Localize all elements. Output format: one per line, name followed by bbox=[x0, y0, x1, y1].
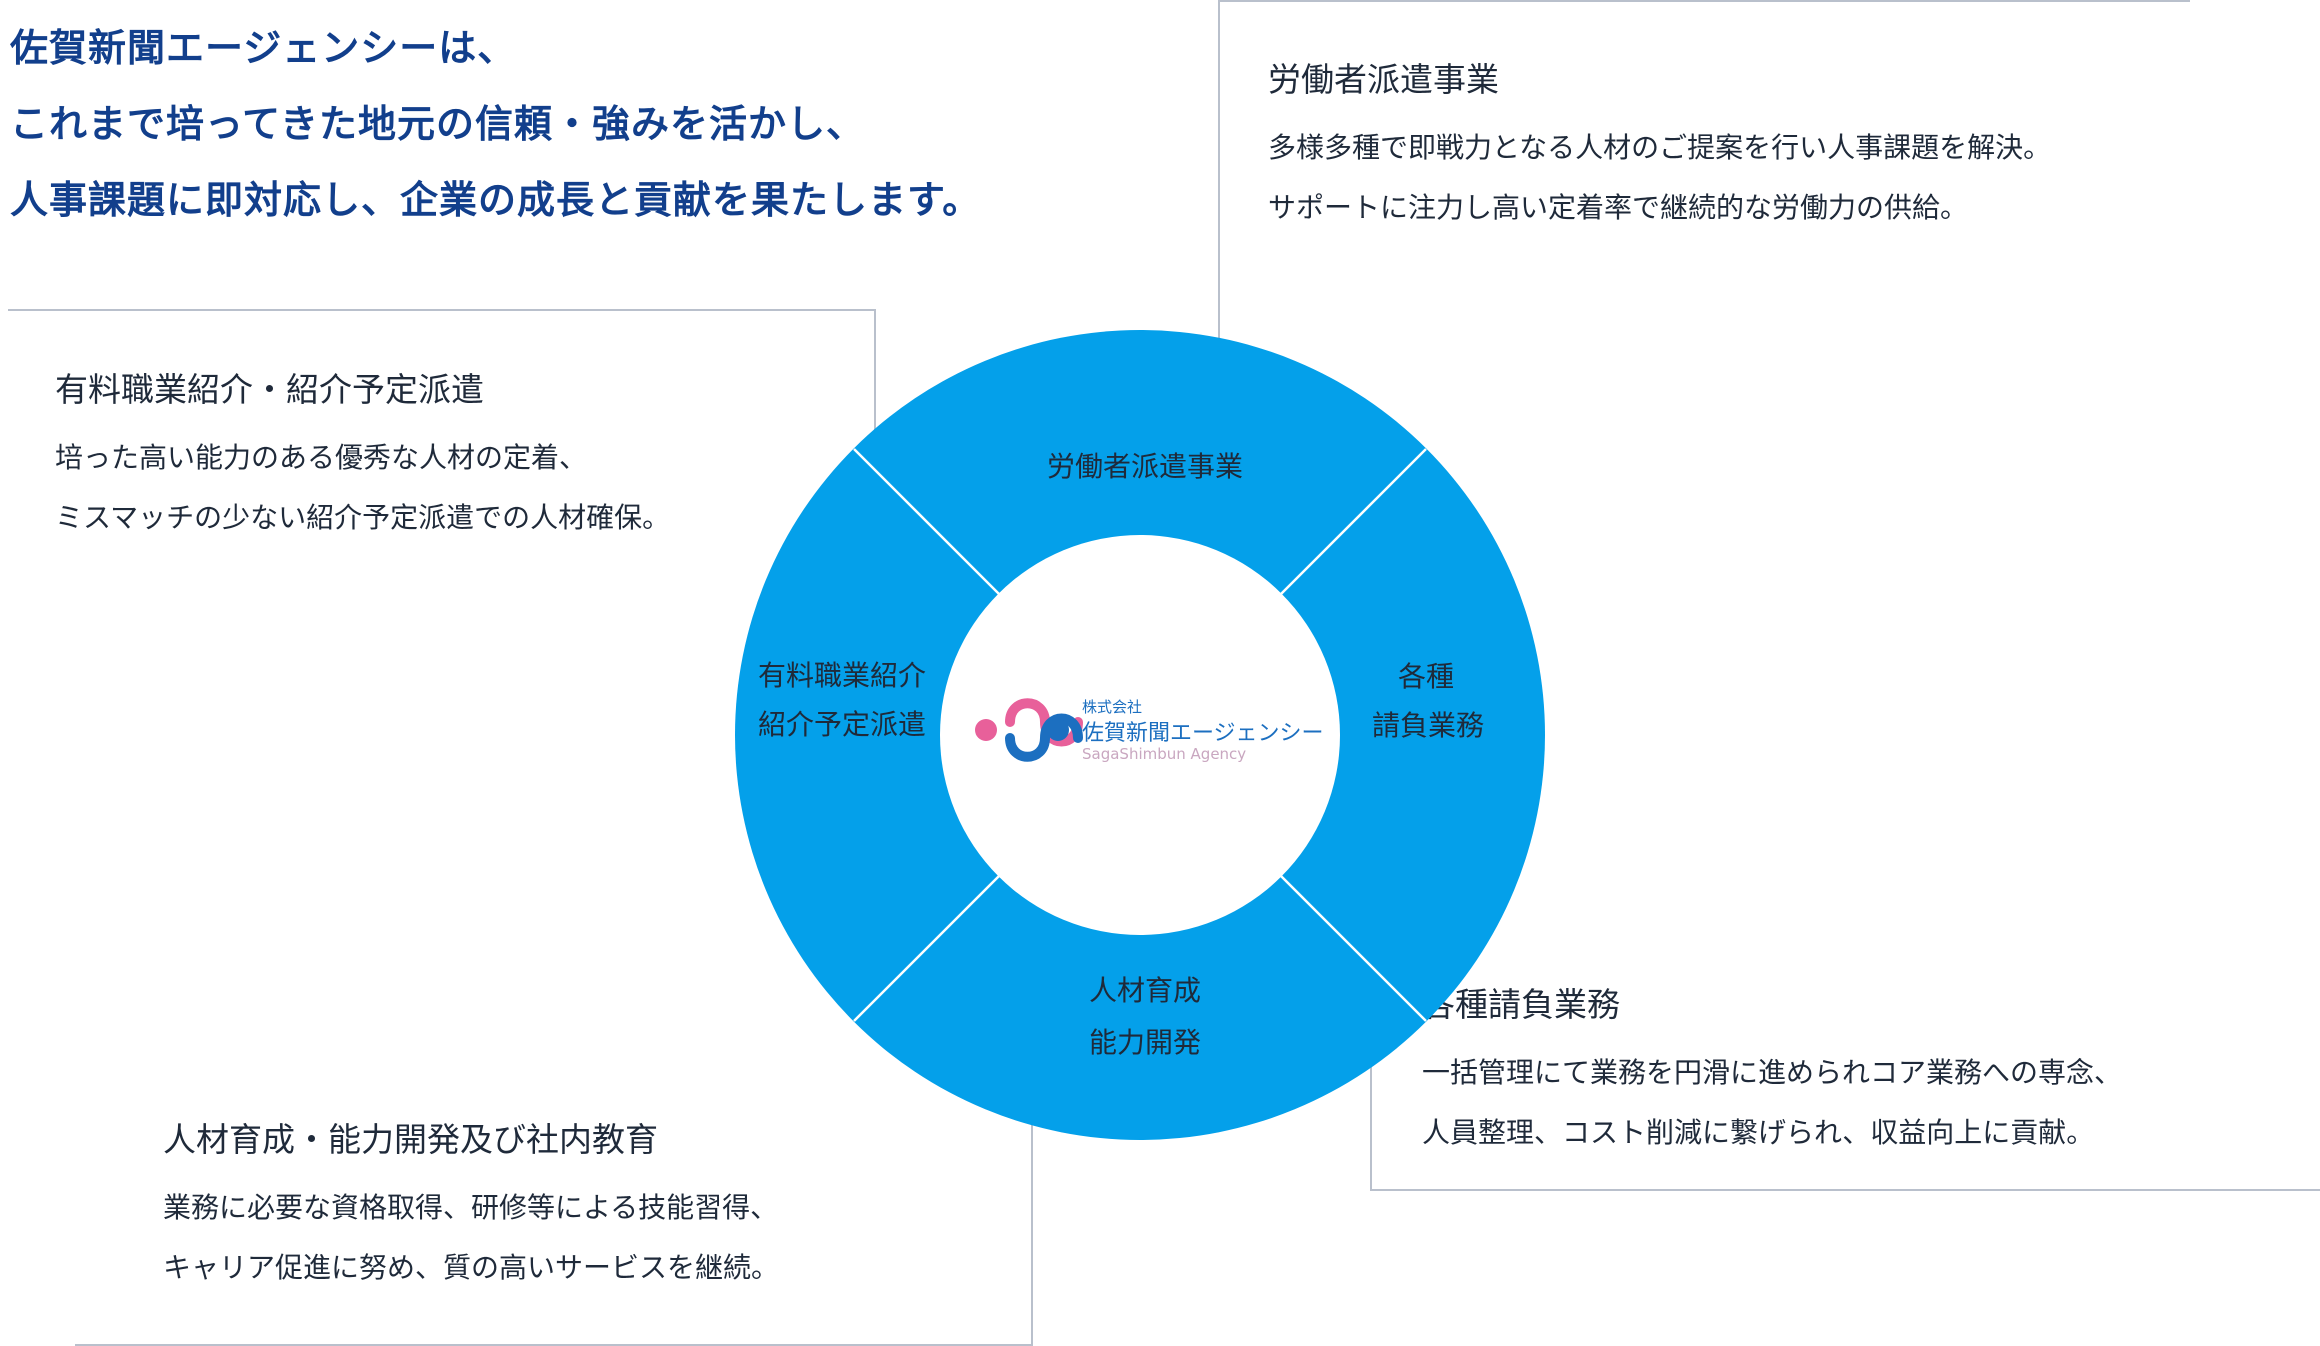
section-text: 業務に必要な資格取得、研修等による技能習得、 キャリア促進に努め、質の高いサービ… bbox=[163, 1178, 779, 1298]
section-text: 多様多種で即戦力となる人材のご提案を行い人事課題を解決。 サポートに注力し高い定… bbox=[1268, 118, 2051, 238]
section-line: 一括管理にて業務を円滑に進められコア業務への専念、 bbox=[1422, 1056, 2123, 1089]
section-title: 人材育成・能力開発及び社内教育 bbox=[163, 1120, 658, 1159]
ring-dividers bbox=[853, 448, 1427, 1022]
logo-mark-icon bbox=[975, 698, 1083, 762]
section-title: 有料職業紹介・紹介予定派遣 bbox=[55, 370, 484, 409]
section-training: 人材育成・能力開発及び社内教育 業務に必要な資格取得、研修等による技能習得、 キ… bbox=[163, 1118, 779, 1298]
ring-label-right-1: 各種 bbox=[1398, 660, 1454, 693]
frame-dispatch bbox=[1218, 0, 2190, 388]
section-line: ミスマッチの少ない紹介予定派遣での人材確保。 bbox=[55, 501, 671, 534]
ring-label-left-1: 有料職業紹介 bbox=[758, 659, 926, 692]
divider-top-left bbox=[853, 448, 1000, 595]
headline-line: これまで培ってきた地元の信頼・強みを活かし、 bbox=[10, 102, 865, 146]
ring-label-right-2: 請負業務 bbox=[1372, 709, 1484, 742]
divider-top-right bbox=[1280, 448, 1427, 595]
section-line: サポートに注力し高い定着率で継続的な労働力の供給。 bbox=[1268, 191, 1969, 224]
section-line: 人員整理、コスト削減に繋げられ、収益向上に貢献。 bbox=[1422, 1116, 2095, 1149]
section-line: キャリア促進に努め、質の高いサービスを継続。 bbox=[163, 1251, 780, 1284]
section-text: 培った高い能力のある優秀な人材の定着、 ミスマッチの少ない紹介予定派遣での人材確… bbox=[55, 428, 670, 548]
section-line: 培った高い能力のある優秀な人材の定着、 bbox=[55, 441, 588, 474]
logo-subtitle: SagaShimbun Agency bbox=[1082, 745, 1246, 763]
section-contract: 各種請負業務 一括管理にて業務を円滑に進められコア業務への専念、 人員整理、コス… bbox=[1422, 983, 2122, 1163]
ring-inner bbox=[940, 535, 1340, 935]
section-line: 多様多種で即戦力となる人材のご提案を行い人事課題を解決。 bbox=[1268, 131, 2052, 164]
company-logo: 株式会社 佐賀新聞エージェンシー SagaShimbun Agency bbox=[975, 698, 1324, 763]
section-placement: 有料職業紹介・紹介予定派遣 培った高い能力のある優秀な人材の定着、 ミスマッチの… bbox=[55, 368, 670, 548]
divider-bottom-left bbox=[853, 875, 1000, 1022]
section-line: 業務に必要な資格取得、研修等による技能習得、 bbox=[163, 1191, 779, 1224]
ring-label-left-2: 紹介予定派遣 bbox=[758, 708, 926, 741]
ring-label-top: 労働者派遣事業 bbox=[1047, 450, 1243, 483]
ring-label-bottom-2: 能力開発 bbox=[1089, 1026, 1201, 1059]
logo-company-type: 株式会社 bbox=[1082, 698, 1142, 716]
ring-label-bottom-1: 人材育成 bbox=[1089, 974, 1201, 1007]
divider-bottom-right bbox=[1280, 875, 1427, 1022]
headline: 佐賀新聞エージェンシーは、 これまで培ってきた地元の信頼・強みを活かし、 人事課… bbox=[10, 10, 981, 238]
section-title: 各種請負業務 bbox=[1422, 985, 1620, 1024]
headline-line: 佐賀新聞エージェンシーは、 bbox=[10, 26, 517, 70]
section-text: 一括管理にて業務を円滑に進められコア業務への専念、 人員整理、コスト削減に繋げら… bbox=[1422, 1043, 2122, 1163]
headline-line: 人事課題に即対応し、企業の成長と貢献を果たします。 bbox=[10, 178, 982, 222]
logo-company-name: 佐賀新聞エージェンシー bbox=[1082, 721, 1324, 746]
section-dispatch: 労働者派遣事業 多様多種で即戦力となる人材のご提案を行い人事課題を解決。 サポー… bbox=[1268, 58, 2051, 238]
section-title: 労働者派遣事業 bbox=[1268, 60, 1499, 99]
